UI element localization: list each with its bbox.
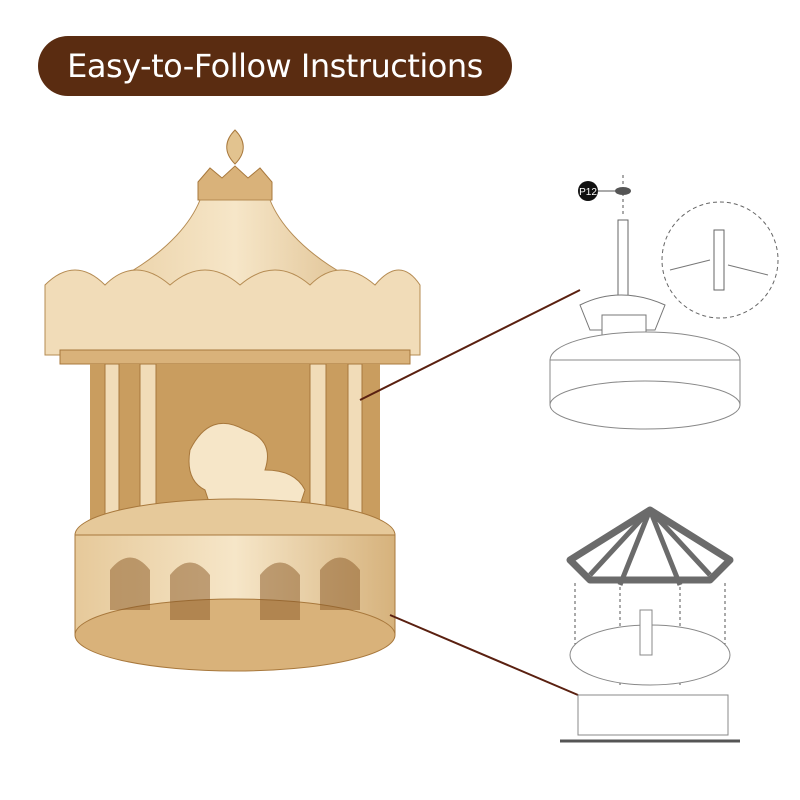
svg-text:P12: P12: [579, 187, 597, 198]
instruction-diagram-bottom: [560, 505, 740, 745]
instruction-diagram-top: P12: [540, 175, 780, 435]
title-banner: Easy-to-Follow Instructions: [38, 36, 512, 96]
part-label-badge: [578, 181, 598, 201]
banner-title: Easy-to-Follow Instructions: [67, 47, 483, 85]
carousel-product-image: [30, 120, 440, 690]
